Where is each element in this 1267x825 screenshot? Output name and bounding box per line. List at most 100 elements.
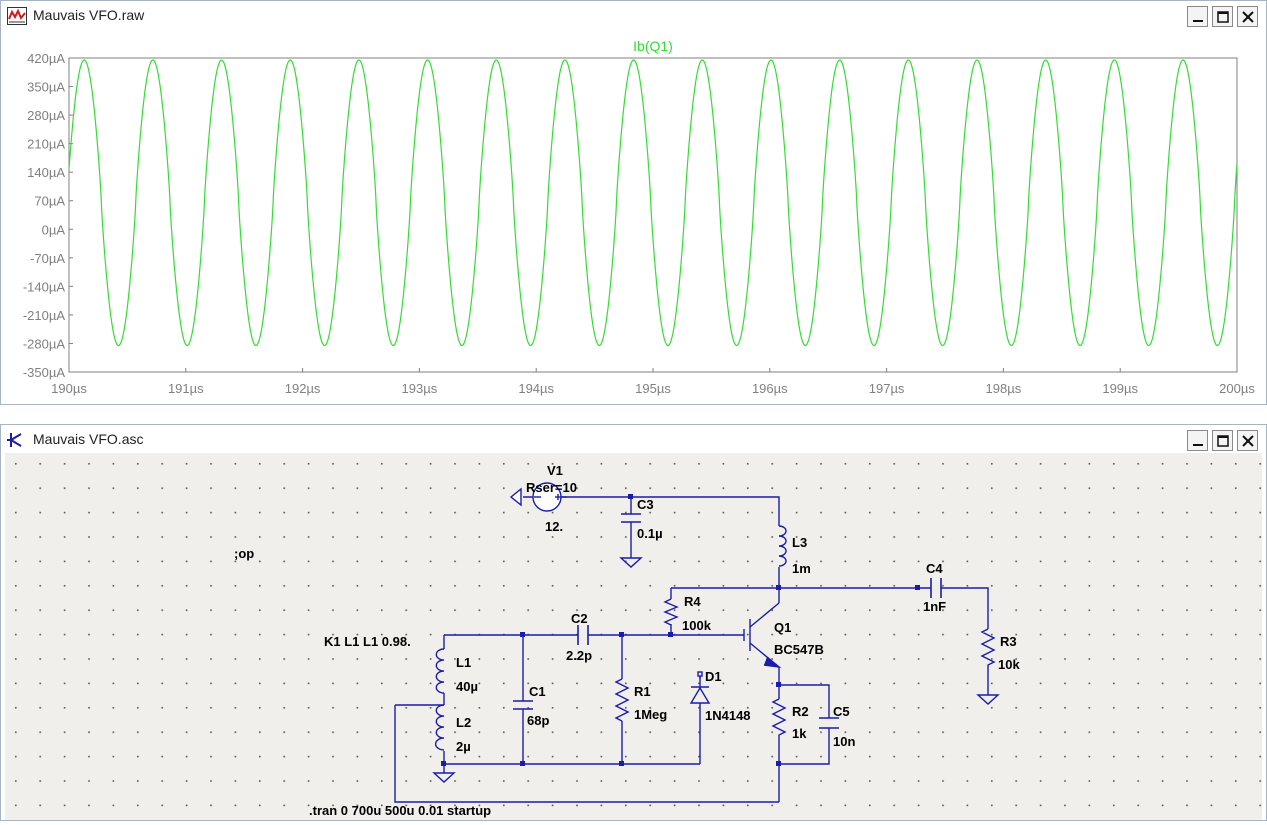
c2-value[interactable]: 2.2p — [566, 648, 592, 663]
schematic-titlebar[interactable]: Mauvais VFO.asc — [1, 425, 1266, 455]
op-directive[interactable]: ;op — [234, 546, 254, 561]
y-tick-label: 350µA — [27, 80, 65, 95]
y-tick-label: -70µA — [30, 251, 65, 266]
l2-name[interactable]: L2 — [456, 715, 471, 730]
d1-value[interactable]: 1N4148 — [705, 708, 751, 723]
schematic-minimize-button[interactable] — [1187, 430, 1208, 451]
waveform-app-icon — [7, 7, 27, 25]
l3-value[interactable]: 1m — [792, 561, 811, 576]
x-tick-label: 200µs — [1219, 381, 1255, 396]
resistor-r1[interactable] — [614, 678, 630, 722]
x-tick-label: 196µs — [752, 381, 788, 396]
q1-name[interactable]: Q1 — [774, 620, 791, 635]
c3-value[interactable]: 0.1µ — [637, 526, 663, 541]
c1-name[interactable]: C1 — [529, 684, 546, 699]
schematic-close-button[interactable] — [1237, 430, 1258, 451]
r4-name[interactable]: R4 — [684, 594, 701, 609]
r1-value[interactable]: 1Meg — [634, 707, 667, 722]
x-tick-label: 190µs — [51, 381, 87, 396]
y-tick-label: 210µA — [27, 137, 65, 152]
l3-name[interactable]: L3 — [792, 535, 807, 550]
schematic-maximize-button[interactable] — [1212, 430, 1233, 451]
k1-directive[interactable]: K1 L1 L1 0.98. — [324, 634, 411, 649]
capacitor-c2[interactable] — [577, 625, 589, 645]
c4-value[interactable]: 1nF — [923, 599, 946, 614]
close-icon — [1242, 435, 1254, 447]
c3-name[interactable]: C3 — [637, 497, 654, 512]
r3-name[interactable]: R3 — [1000, 634, 1017, 649]
inductor-l1[interactable] — [435, 648, 445, 694]
l1-name[interactable]: L1 — [456, 655, 471, 670]
ground-l2-icon — [432, 772, 456, 783]
maximize-button[interactable] — [1212, 6, 1233, 27]
x-tick-label: 193µs — [402, 381, 438, 396]
minimize-icon — [1193, 20, 1203, 22]
schematic-window-title: Mauvais VFO.asc — [33, 431, 144, 447]
capacitor-c1[interactable] — [513, 700, 533, 710]
capacitor-c5[interactable] — [819, 717, 839, 729]
x-tick-label: 199µs — [1102, 381, 1138, 396]
schematic-window: Mauvais VFO.asc — [0, 424, 1267, 821]
junction-dots — [441, 494, 920, 766]
resistor-r2[interactable] — [771, 698, 787, 741]
x-tick-label: 191µs — [168, 381, 204, 396]
transistor-q1[interactable] — [743, 602, 782, 685]
ground-r3-icon — [976, 694, 1000, 705]
plot-frame — [68, 57, 1238, 373]
x-tick-label: 198µs — [986, 381, 1022, 396]
waveform-window-title: Mauvais VFO.raw — [33, 7, 145, 23]
c1-value[interactable]: 68p — [527, 713, 549, 728]
inductor-l3[interactable] — [778, 525, 787, 567]
c5-value[interactable]: 10n — [833, 734, 855, 749]
v1-value[interactable]: 12. — [545, 519, 563, 534]
schematic-drawing[interactable]: V1 Rser=10 12. C3 0.1µ L3 1m ;op C4 1nF … — [5, 453, 1264, 820]
resistor-r3[interactable] — [980, 628, 996, 673]
x-tick-label: 192µs — [285, 381, 321, 396]
schematic-canvas[interactable]: V1 Rser=10 12. C3 0.1µ L3 1m ;op C4 1nF … — [5, 453, 1264, 820]
x-tick-label: 194µs — [518, 381, 554, 396]
schematic-wires — [394, 496, 989, 803]
v1-rser[interactable]: Rser=10 — [526, 480, 577, 495]
minimize-icon — [1193, 444, 1203, 446]
maximize-icon — [1217, 11, 1229, 23]
d1-name[interactable]: D1 — [705, 669, 722, 684]
y-tick-label: 140µA — [27, 165, 65, 180]
capacitor-c3[interactable] — [621, 513, 641, 523]
y-tick-label: -140µA — [23, 279, 66, 294]
c4-name[interactable]: C4 — [926, 561, 943, 576]
q1-value[interactable]: BC547B — [774, 642, 824, 657]
r2-name[interactable]: R2 — [792, 704, 809, 719]
y-tick-label: -280µA — [23, 336, 66, 351]
y-tick-label: -350µA — [23, 365, 66, 380]
trace-label[interactable]: Ib(Q1) — [633, 38, 673, 54]
c2-name[interactable]: C2 — [571, 611, 588, 626]
inductor-l2[interactable] — [434, 704, 445, 751]
trace-line — [68, 59, 1238, 347]
x-tick-label: 195µs — [635, 381, 671, 396]
y-tick-label: -210µA — [23, 308, 66, 323]
resistor-r4[interactable] — [663, 598, 679, 626]
r4-value[interactable]: 100k — [682, 618, 712, 633]
y-tick-label: 70µA — [34, 194, 65, 209]
y-tick-label: 0µA — [42, 222, 66, 237]
minimize-button[interactable] — [1187, 6, 1208, 27]
voltage-source-v1[interactable] — [509, 482, 567, 512]
tran-directive[interactable]: .tran 0 700u 500u 0.01 startup — [309, 803, 491, 818]
r2-value[interactable]: 1k — [792, 726, 807, 741]
c5-name[interactable]: C5 — [833, 704, 850, 719]
waveform-plot[interactable]: Ib(Q1) 420µA350µA280µA210µA140µA70µA0µA-… — [5, 31, 1262, 403]
l1-value[interactable]: 40µ — [456, 679, 478, 694]
v1-name[interactable]: V1 — [547, 463, 563, 478]
close-icon — [1242, 11, 1254, 23]
capacitor-c4[interactable] — [930, 578, 942, 598]
waveform-titlebar[interactable]: Mauvais VFO.raw — [1, 1, 1266, 31]
schematic-app-icon — [7, 433, 22, 447]
l2-value[interactable]: 2µ — [456, 739, 471, 754]
r3-value[interactable]: 10k — [998, 657, 1020, 672]
close-button[interactable] — [1237, 6, 1258, 27]
r1-name[interactable]: R1 — [634, 684, 651, 699]
y-tick-label: 420µA — [27, 51, 65, 66]
diode-d1[interactable] — [689, 671, 711, 704]
